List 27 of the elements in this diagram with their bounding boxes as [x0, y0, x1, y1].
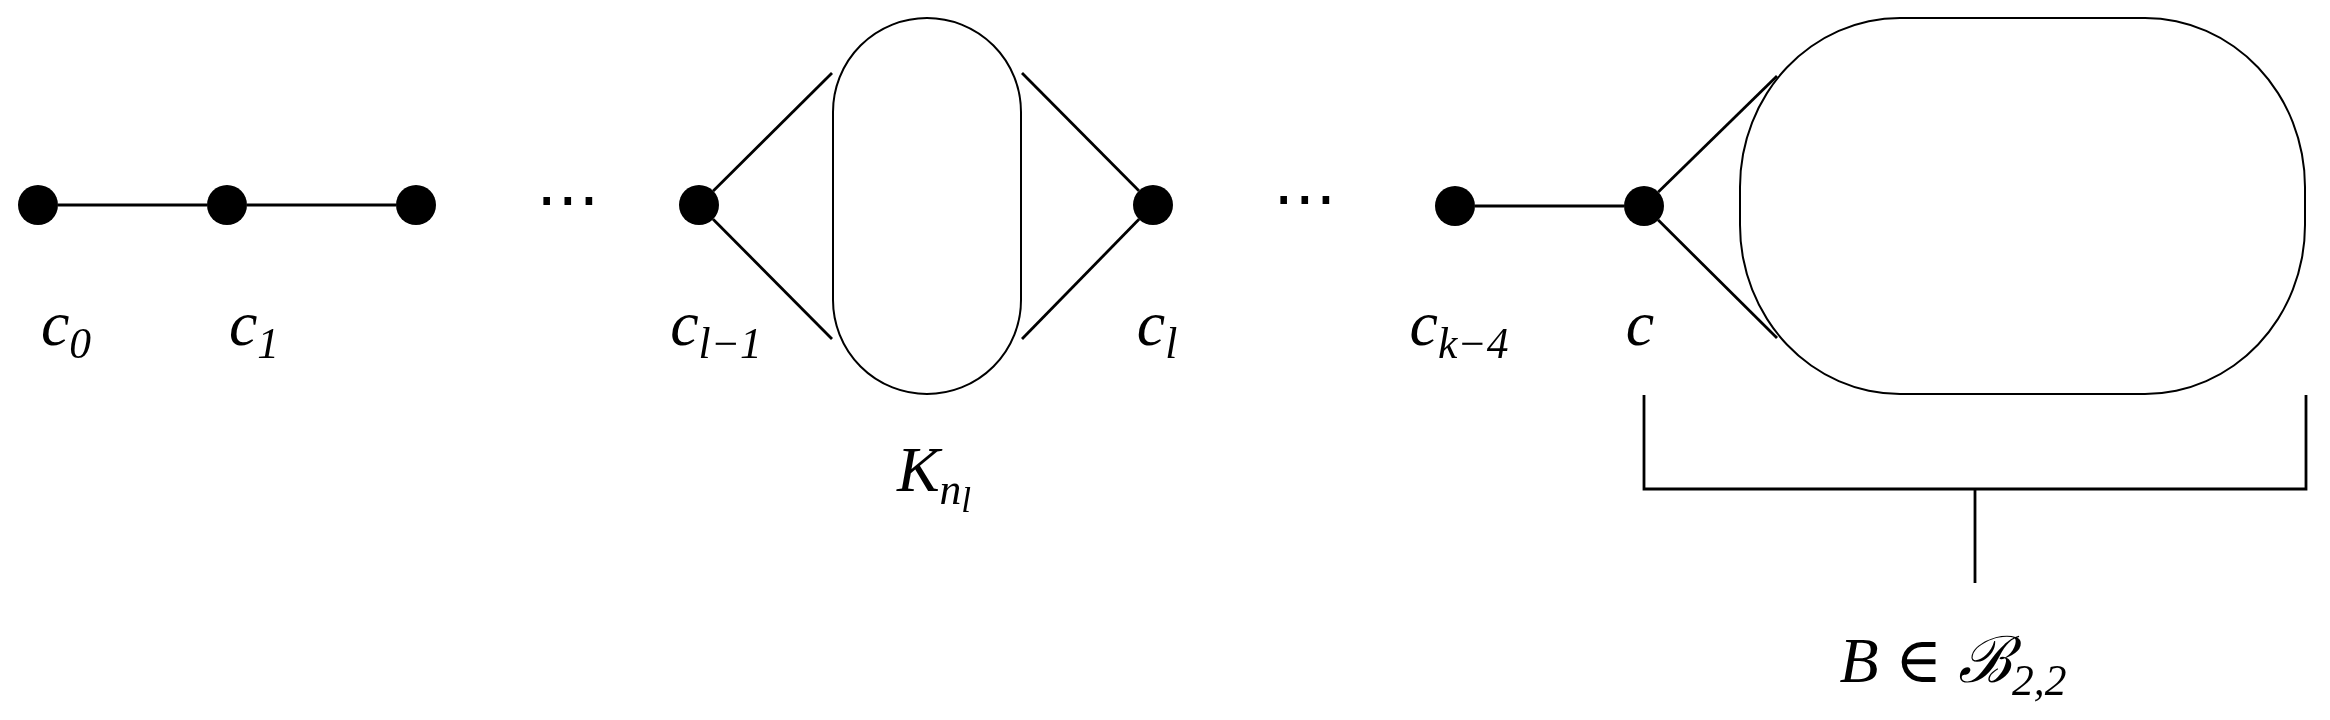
edge-line — [1021, 72, 1140, 192]
edge-line — [712, 72, 833, 192]
ellipsis: ⋯ — [535, 161, 601, 238]
vertex-dot — [396, 185, 436, 225]
vertex-label: c$_{l−1}$ — [669, 287, 763, 370]
edge-line — [1657, 219, 1778, 339]
ellipsis: ⋯ — [1272, 160, 1338, 237]
edge-line — [1021, 218, 1140, 340]
vertex-label: c$_{1}$ — [227, 287, 281, 370]
edge-line — [1657, 75, 1778, 193]
vertex-label: c$_{l}$ — [1135, 287, 1179, 370]
vertex-dot — [1624, 186, 1664, 226]
vertex-label: c$_{0}$ — [39, 287, 93, 370]
edge-line — [1475, 204, 1624, 208]
edge-line — [247, 203, 396, 207]
rounded-outline — [1739, 17, 2306, 395]
vertex-label: c$_{k−4}$ — [1408, 287, 1510, 370]
vertex-dot — [1435, 186, 1475, 226]
edge-line — [58, 203, 207, 207]
vertex-dot — [679, 185, 719, 225]
vertex-dot — [18, 185, 58, 225]
vertex-dot — [1133, 185, 1173, 225]
rounded-outline — [832, 17, 1022, 395]
vertex-dot — [207, 185, 247, 225]
bracket-label: B ∈ ℬ$_{2,2}$ — [1838, 624, 2068, 707]
vertex-label: c — [1624, 287, 1656, 361]
edge-line — [712, 218, 833, 340]
